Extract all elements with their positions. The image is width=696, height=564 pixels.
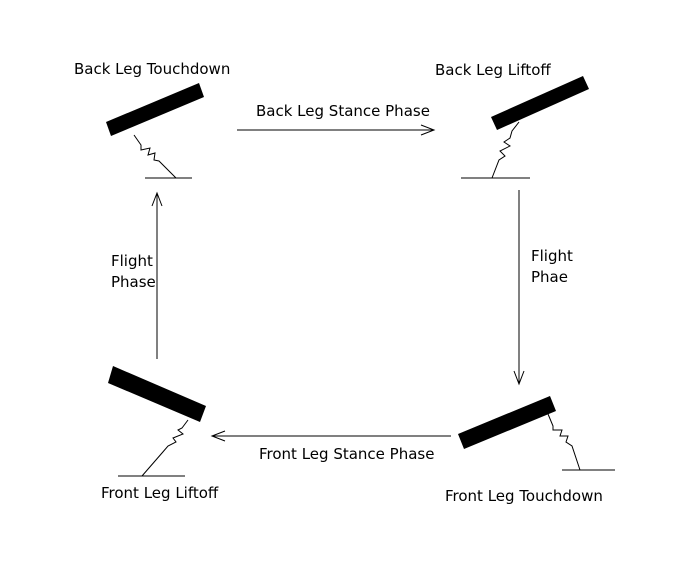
- transition-front-leg-stance: Front Leg Stance Phase: [210, 430, 451, 463]
- transition-flight-right: Flight Phae: [513, 190, 573, 386]
- state-front-leg-liftoff: Front Leg Liftoff: [101, 366, 219, 502]
- arrowhead-left-icon: [210, 430, 226, 442]
- state-front-leg-touchdown: Front Leg Touchdown: [445, 396, 615, 505]
- transition-label-flight-left-line2: Phase: [111, 273, 156, 291]
- transition-label-flight-right-line2: Phae: [531, 268, 568, 286]
- spring-leg: [133, 134, 177, 179]
- robot-body: [458, 396, 556, 449]
- transition-label-flight-right-line1: Flight: [531, 247, 573, 265]
- arrowhead-down-icon: [513, 370, 525, 386]
- transition-back-leg-stance: Back Leg Stance Phase: [237, 102, 436, 136]
- transition-label-front-leg-stance: Front Leg Stance Phase: [259, 445, 434, 463]
- state-back-leg-touchdown: Back Leg Touchdown: [74, 60, 230, 179]
- arrowhead-up-icon: [151, 191, 163, 207]
- spring-leg: [491, 121, 520, 179]
- arrowhead-right-icon: [420, 124, 436, 136]
- robot-body: [108, 366, 206, 422]
- spring-leg: [141, 419, 189, 477]
- transition-label-back-leg-stance: Back Leg Stance Phase: [256, 102, 430, 120]
- robot-body: [106, 83, 204, 136]
- state-label-front-leg-touchdown: Front Leg Touchdown: [445, 487, 603, 505]
- spring-leg: [547, 413, 581, 471]
- state-label-back-leg-liftoff: Back Leg Liftoff: [435, 61, 551, 79]
- transition-flight-left: Flight Phase: [111, 191, 163, 359]
- robot-body: [491, 76, 589, 130]
- state-label-back-leg-touchdown: Back Leg Touchdown: [74, 60, 230, 78]
- transition-label-flight-left-line1: Flight: [111, 252, 153, 270]
- state-label-front-leg-liftoff: Front Leg Liftoff: [101, 484, 219, 502]
- state-back-leg-liftoff: Back Leg Liftoff: [435, 61, 589, 179]
